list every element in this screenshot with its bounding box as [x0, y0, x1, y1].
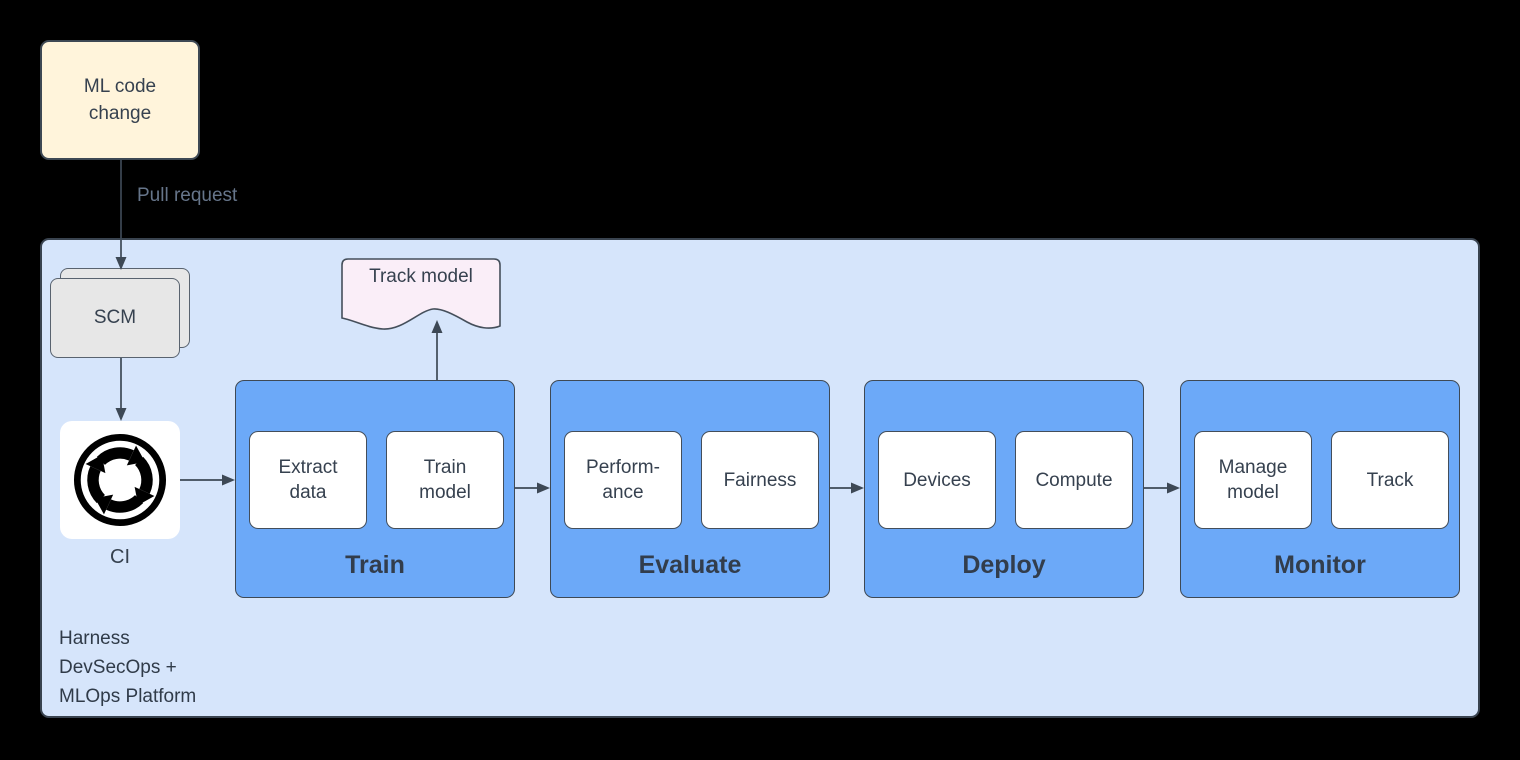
ml-code-change-node: ML code change	[40, 40, 200, 160]
stage-title-deploy: Deploy	[962, 551, 1046, 579]
platform-label-line: Harness	[59, 628, 130, 649]
stage-item-performance: Perform-ance	[564, 431, 682, 529]
platform-label: Harness DevSecOps + MLOps Platform	[59, 624, 196, 711]
stage-item-label: Devices	[903, 469, 971, 491]
scm-node: SCM	[50, 278, 180, 358]
stage-train: Extract data Train model Train	[235, 380, 515, 598]
stage-item-devices: Devices	[878, 431, 996, 529]
stage-monitor: Manage model Track Monitor	[1180, 380, 1460, 598]
stage-item-label: Track	[1366, 469, 1414, 491]
ml-code-change-label: ML code change	[83, 76, 157, 124]
stage-item-label: Fairness	[723, 469, 797, 491]
scm-label: SCM	[93, 307, 137, 328]
stage-title-monitor: Monitor	[1274, 551, 1366, 579]
stage-title-train: Train	[345, 551, 405, 579]
stage-item-label: Train model	[419, 457, 471, 503]
stage-title-evaluate: Evaluate	[638, 551, 742, 579]
pull-request-label: Pull request	[137, 185, 238, 206]
document-shape-icon	[341, 258, 501, 330]
stage-item-fairness: Fairness	[701, 431, 819, 529]
stage-evaluate: Perform-ance Fairness Evaluate	[550, 380, 830, 598]
stage-item-manage-model: Manage model	[1194, 431, 1312, 529]
ci-label: CI	[110, 546, 130, 568]
stage-item-track: Track	[1331, 431, 1449, 529]
stage-item-label: Compute	[1035, 469, 1113, 491]
stage-item-extract-data: Extract data	[249, 431, 367, 529]
stage-item-train-model: Train model	[386, 431, 504, 529]
track-model-label: Track model	[369, 266, 473, 287]
stage-item-label: Manage model	[1218, 457, 1288, 503]
ci-node	[60, 421, 180, 539]
ci-cycle-icon	[73, 433, 167, 527]
stage-item-label: Extract data	[278, 457, 338, 503]
platform-label-line: MLOps Platform	[59, 686, 197, 707]
track-model-doc-node: Track model	[341, 258, 501, 334]
stage-deploy: Devices Compute Deploy	[864, 380, 1144, 598]
stage-item-label: Perform-ance	[586, 457, 660, 503]
platform-label-line: DevSecOps +	[59, 657, 177, 678]
stage-item-compute: Compute	[1015, 431, 1133, 529]
